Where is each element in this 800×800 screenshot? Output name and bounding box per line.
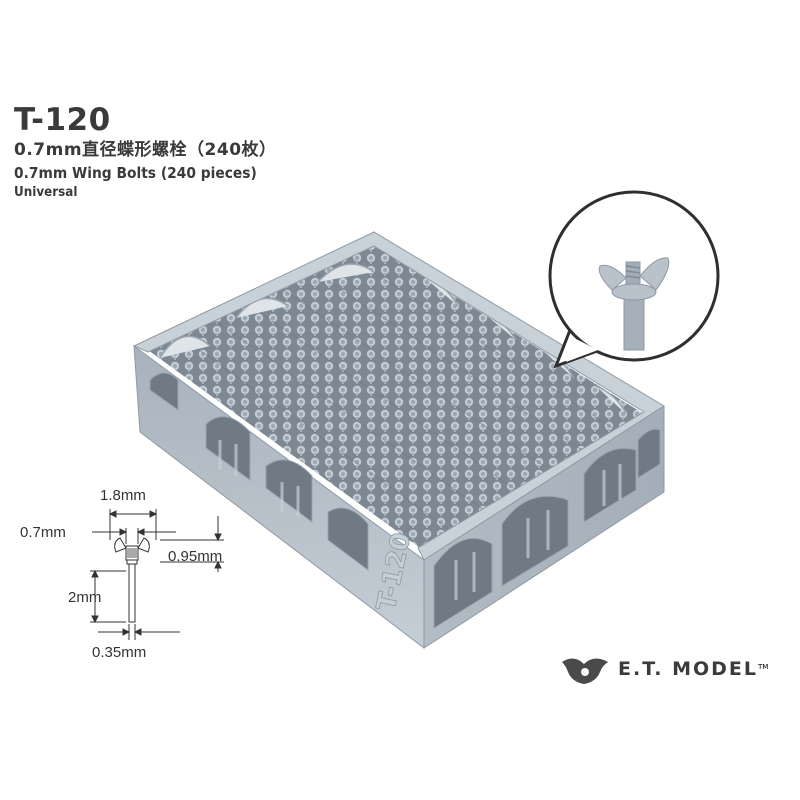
wing-bolt-callout-icon [548,190,720,369]
front-wall-arches [149,372,369,571]
bolt-grid [148,246,644,548]
et-model-logo-icon [562,658,608,684]
dim-width-top: 1.8mm [100,487,146,504]
product-subtitle: Universal [14,185,78,200]
dim-shank-dia: 0.35mm [92,644,146,661]
brand-name: E.T. MODEL [618,658,759,680]
product-code: T-120 [14,102,111,138]
dim-thread-dia: 0.7mm [20,524,66,541]
brand-tm: TM [758,663,769,671]
right-wall-arches [433,428,661,629]
dim-head-height: 0.95mm [168,548,222,565]
dim-shank-length: 2mm [68,589,101,606]
product-title-en: 0.7mm Wing Bolts (240 pieces) [14,164,257,182]
frame-rim [132,231,665,561]
product-title-cn: 0.7mm直径蝶形螺栓（240枚） [14,140,277,160]
title-block: T-120 0.7mm直径蝶形螺栓（240枚） 0.7mm Wing Bolts… [14,102,278,202]
dimension-drawing [90,509,224,640]
